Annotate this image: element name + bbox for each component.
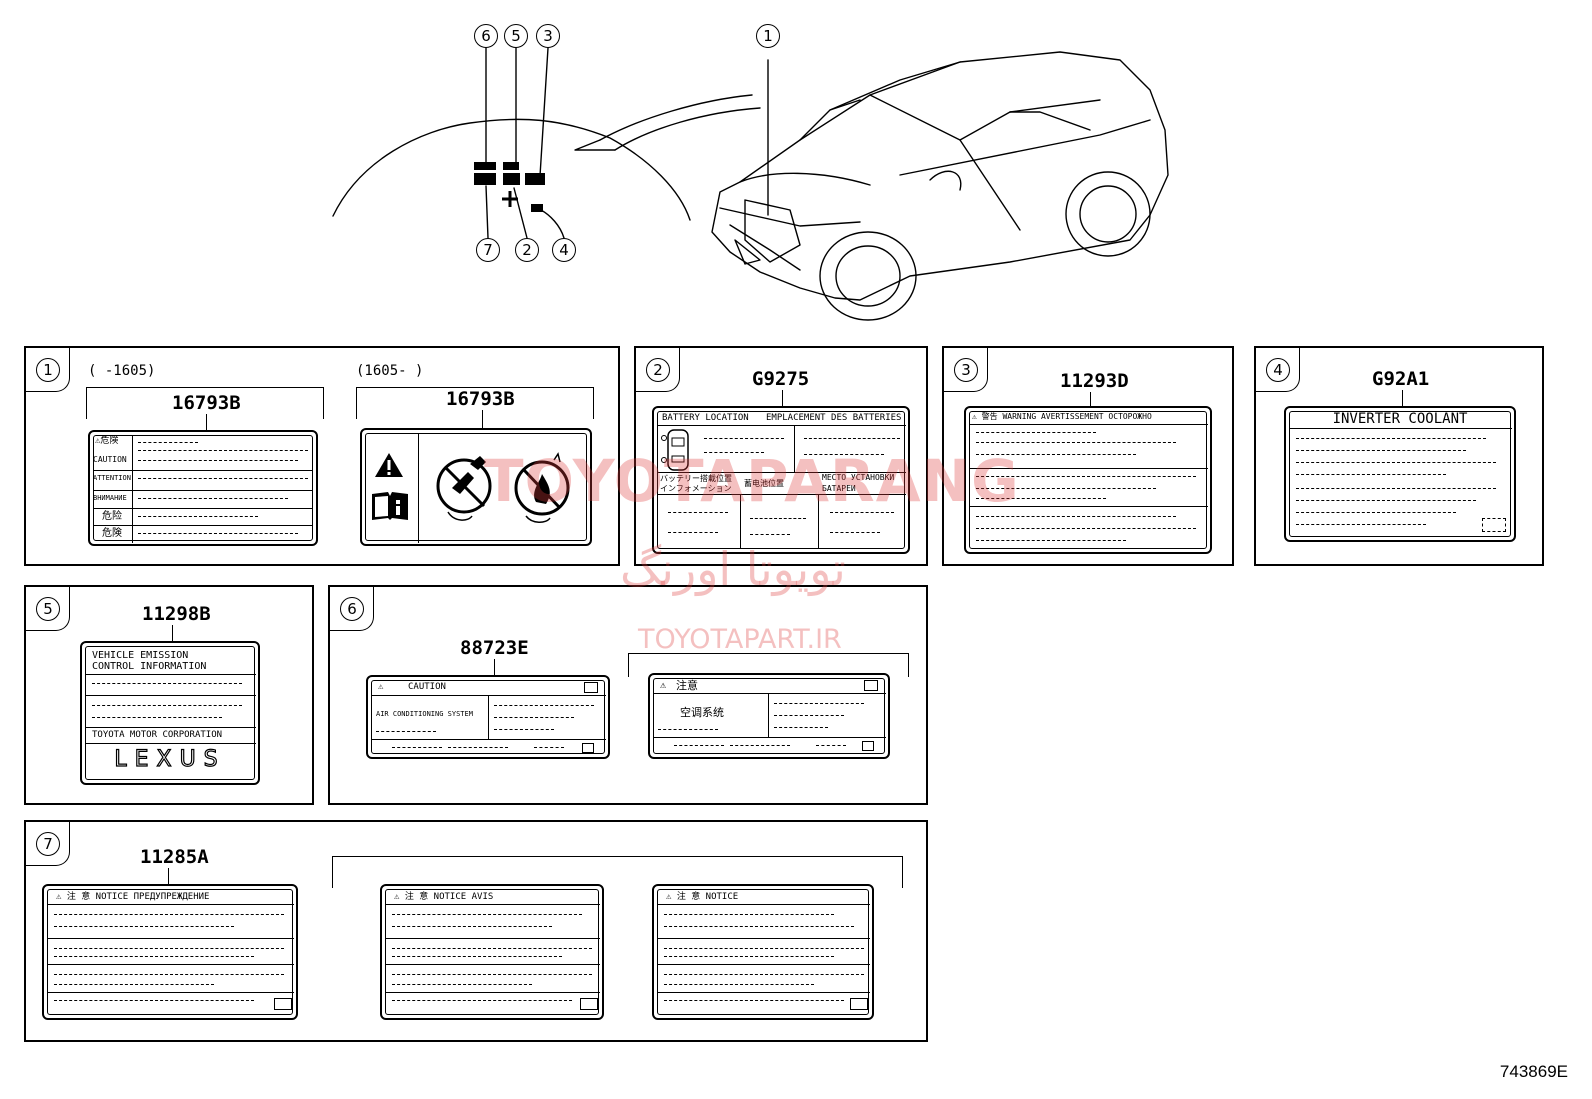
- panel-tab: [944, 348, 988, 392]
- panel-7: 7 11285A ⚠ 注 意 NOTICE ПРЕДУПРЕЖДЕНИЕ ⚠ 注…: [24, 820, 928, 1042]
- part-number: 11293D: [1060, 370, 1129, 392]
- panel-6: 6 88723E ⚠ CAUTION AIR CONDITIONING SYST…: [328, 585, 928, 805]
- manual-book-icon: [372, 492, 408, 520]
- panel-tab: [26, 822, 70, 866]
- warning-triangle-icon: [375, 453, 403, 477]
- label-row-text: 危険: [102, 528, 122, 539]
- range-label-left: ( -1605): [88, 363, 156, 379]
- callout-1: 1: [756, 24, 780, 48]
- callout-4: 4: [552, 238, 576, 262]
- notice-label-1: ⚠ 注 意 NOTICE ПРЕДУПРЕЖДЕНИЕ: [42, 884, 298, 1020]
- watermark-url: TOYOTAPART.IR: [638, 624, 842, 655]
- callout-5: 5: [504, 24, 528, 48]
- label-text: AIR CONDITIONING SYSTEM: [376, 710, 473, 718]
- part-number: G92A1: [1372, 368, 1430, 390]
- callout-7: 7: [476, 238, 500, 262]
- part-number: 88723E: [460, 637, 529, 659]
- label-text: 空调系统: [680, 706, 724, 719]
- label-header-text: INVERTER COOLANT: [1332, 411, 1468, 427]
- range-label-right: (1605- ): [356, 363, 424, 379]
- ac-caution-label: ⚠ CAUTION AIR CONDITIONING SYSTEM: [366, 675, 610, 759]
- panel-number: 4: [1266, 358, 1290, 382]
- panel-4: 4 G92A1 INVERTER COOLANT: [1254, 346, 1544, 566]
- panel-number: 3: [954, 358, 978, 382]
- label-header-text: CAUTION: [408, 682, 446, 692]
- label-header-text: ⚠: [378, 682, 384, 692]
- notice-label-3: ⚠ 注 意 NOTICE: [652, 884, 874, 1020]
- label-header-text: ⚠: [660, 680, 667, 691]
- part-number: 16793B: [172, 392, 241, 414]
- label-header-text: ⚠ 注 意 NOTICE AVIS: [394, 892, 494, 902]
- label-header-text: ⚠ 注 意 NOTICE ПРЕДУПРЕЖДЕНИЕ: [56, 892, 210, 902]
- label-header-text: 注意: [676, 679, 698, 692]
- brand-logo: LEXUS: [114, 747, 226, 772]
- watermark-persian: تويوتا اورنگ: [620, 542, 846, 596]
- panel-number: 2: [646, 358, 670, 382]
- label-header-text: CONTROL INFORMATION: [92, 661, 207, 672]
- label-row-text: 危险: [102, 511, 122, 522]
- panel-number: 1: [36, 358, 60, 382]
- notice-label-2: ⚠ 注 意 NOTICE AVIS: [380, 884, 604, 1020]
- label-header-text: EMPLACEMENT DES BATTERIES: [766, 413, 902, 423]
- label-header-text: BATTERY LOCATION: [662, 413, 749, 423]
- callout-3: 3: [536, 24, 560, 48]
- label-row-text: BHИMAHИE: [93, 494, 127, 502]
- callout-6: 6: [474, 24, 498, 48]
- watermark-brand: TOYOTAPARANG: [484, 447, 1020, 515]
- battery-location-label: BATTERY LOCATION EMPLACEMENT DES BATTERI…: [652, 406, 910, 554]
- label-text: MECTO УСТАНОВКИ: [822, 473, 895, 482]
- part-number: 11285A: [140, 846, 209, 868]
- no-fire-icon: [514, 452, 570, 523]
- label-header-text: VEHICLE EMISSION: [92, 650, 189, 661]
- car-topview-icon: [661, 429, 689, 471]
- panel-number: 5: [36, 597, 60, 621]
- panel-number: 6: [340, 597, 364, 621]
- inverter-coolant-label: INVERTER COOLANT: [1284, 406, 1516, 542]
- ac-caution-label-cn: ⚠ 注意 空调系统: [648, 673, 890, 759]
- part-number: G9275: [752, 368, 810, 390]
- label-text: バッテリー搭載位置: [660, 474, 732, 483]
- emission-label: VEHICLE EMISSION CONTROL INFORMATION TOY…: [80, 641, 260, 785]
- diagram-id: 743869E: [1499, 1062, 1568, 1081]
- no-touch-icon: [436, 456, 492, 521]
- label-row-text: ATTENTION: [93, 474, 131, 482]
- vehicle-overview-illustration: [332, 47, 1169, 321]
- label-text: インフォメーション: [660, 484, 732, 493]
- panel-tab: [26, 587, 70, 631]
- label-header-text: ⚠ 注 意 NOTICE: [666, 892, 739, 902]
- panel-tab: [330, 587, 374, 631]
- label-text: 蓄电池位置: [744, 479, 784, 488]
- part-number: 16793B: [446, 388, 515, 410]
- panel-2: 2 G9275 BATTERY LOCATION EMPLACEMENT DES…: [634, 346, 928, 566]
- panel-tab: [636, 348, 680, 392]
- label-row-text: CAUTION: [93, 455, 127, 464]
- callout-2: 2: [515, 238, 539, 262]
- panel-1: 1 ( -1605) (1605- ) 16793B 16793B ⚠危険 CA…: [24, 346, 620, 566]
- panel-tab: [26, 348, 70, 392]
- caution-label: ⚠危険 CAUTION ATTENTION BHИMAHИE 危险 危険: [88, 430, 318, 546]
- label-text: БАТАРЕИ: [822, 484, 856, 493]
- label-header-text: ⚠ 警告 WARNING AVERTISSEMENT ОСТОРОЖНО: [972, 412, 1152, 421]
- panel-5: 5 11298B VEHICLE EMISSION CONTROL INFORM…: [24, 585, 314, 805]
- panel-number: 7: [36, 832, 60, 856]
- manufacturer-text: TOYOTA MOTOR CORPORATION: [92, 730, 223, 740]
- label-row-text: ⚠危険: [95, 436, 119, 446]
- pictogram-label: [360, 428, 592, 546]
- warning-label: ⚠ 警告 WARNING AVERTISSEMENT ОСТОРОЖНО: [964, 406, 1212, 554]
- panel-3: 3 11293D ⚠ 警告 WARNING AVERTISSEMENT ОСТО…: [942, 346, 1234, 566]
- panel-tab: [1256, 348, 1300, 392]
- part-number: 11298B: [142, 603, 211, 625]
